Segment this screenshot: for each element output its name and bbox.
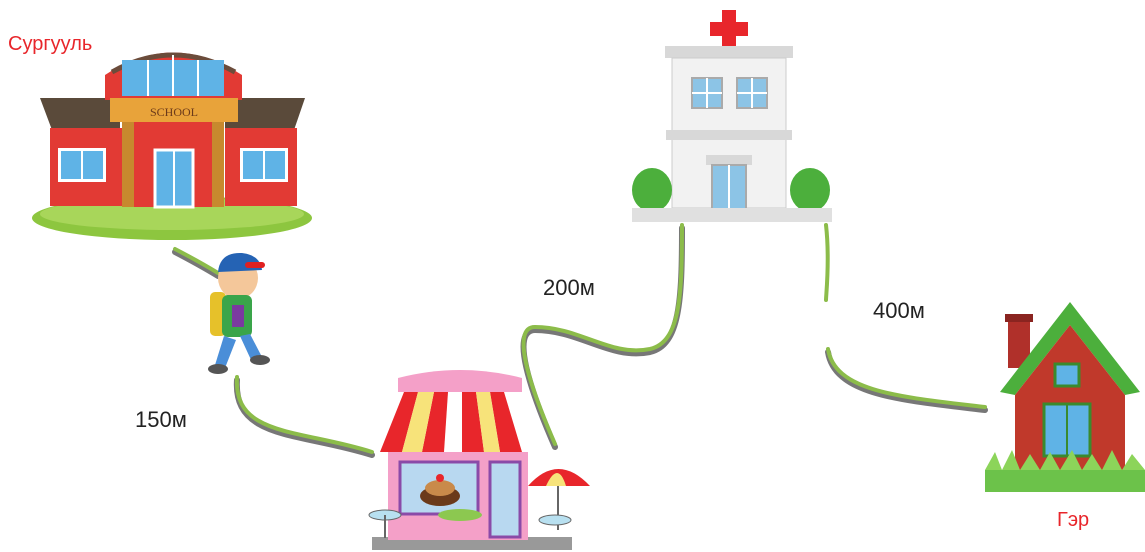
route-paths xyxy=(172,223,988,458)
school-sign: SCHOOL xyxy=(150,105,198,119)
school-label: Сургууль xyxy=(8,33,93,55)
hospital-icon xyxy=(632,10,832,222)
boy-walking-icon xyxy=(208,252,270,374)
path-boy-shop xyxy=(233,377,375,458)
distance-school-shop: 150м xyxy=(135,407,187,432)
house-icon xyxy=(985,302,1145,492)
path-shop-hospital xyxy=(520,225,685,450)
home-label: Гэр xyxy=(1057,509,1090,531)
path-school-boy xyxy=(172,249,221,279)
distance-shop-hospital: 200м xyxy=(543,275,595,300)
distance-hospital-home: 400м xyxy=(873,298,925,323)
school-building-icon: SCHOOL xyxy=(32,52,312,240)
shop-icon xyxy=(368,370,590,550)
path-hospital-home xyxy=(824,223,830,302)
